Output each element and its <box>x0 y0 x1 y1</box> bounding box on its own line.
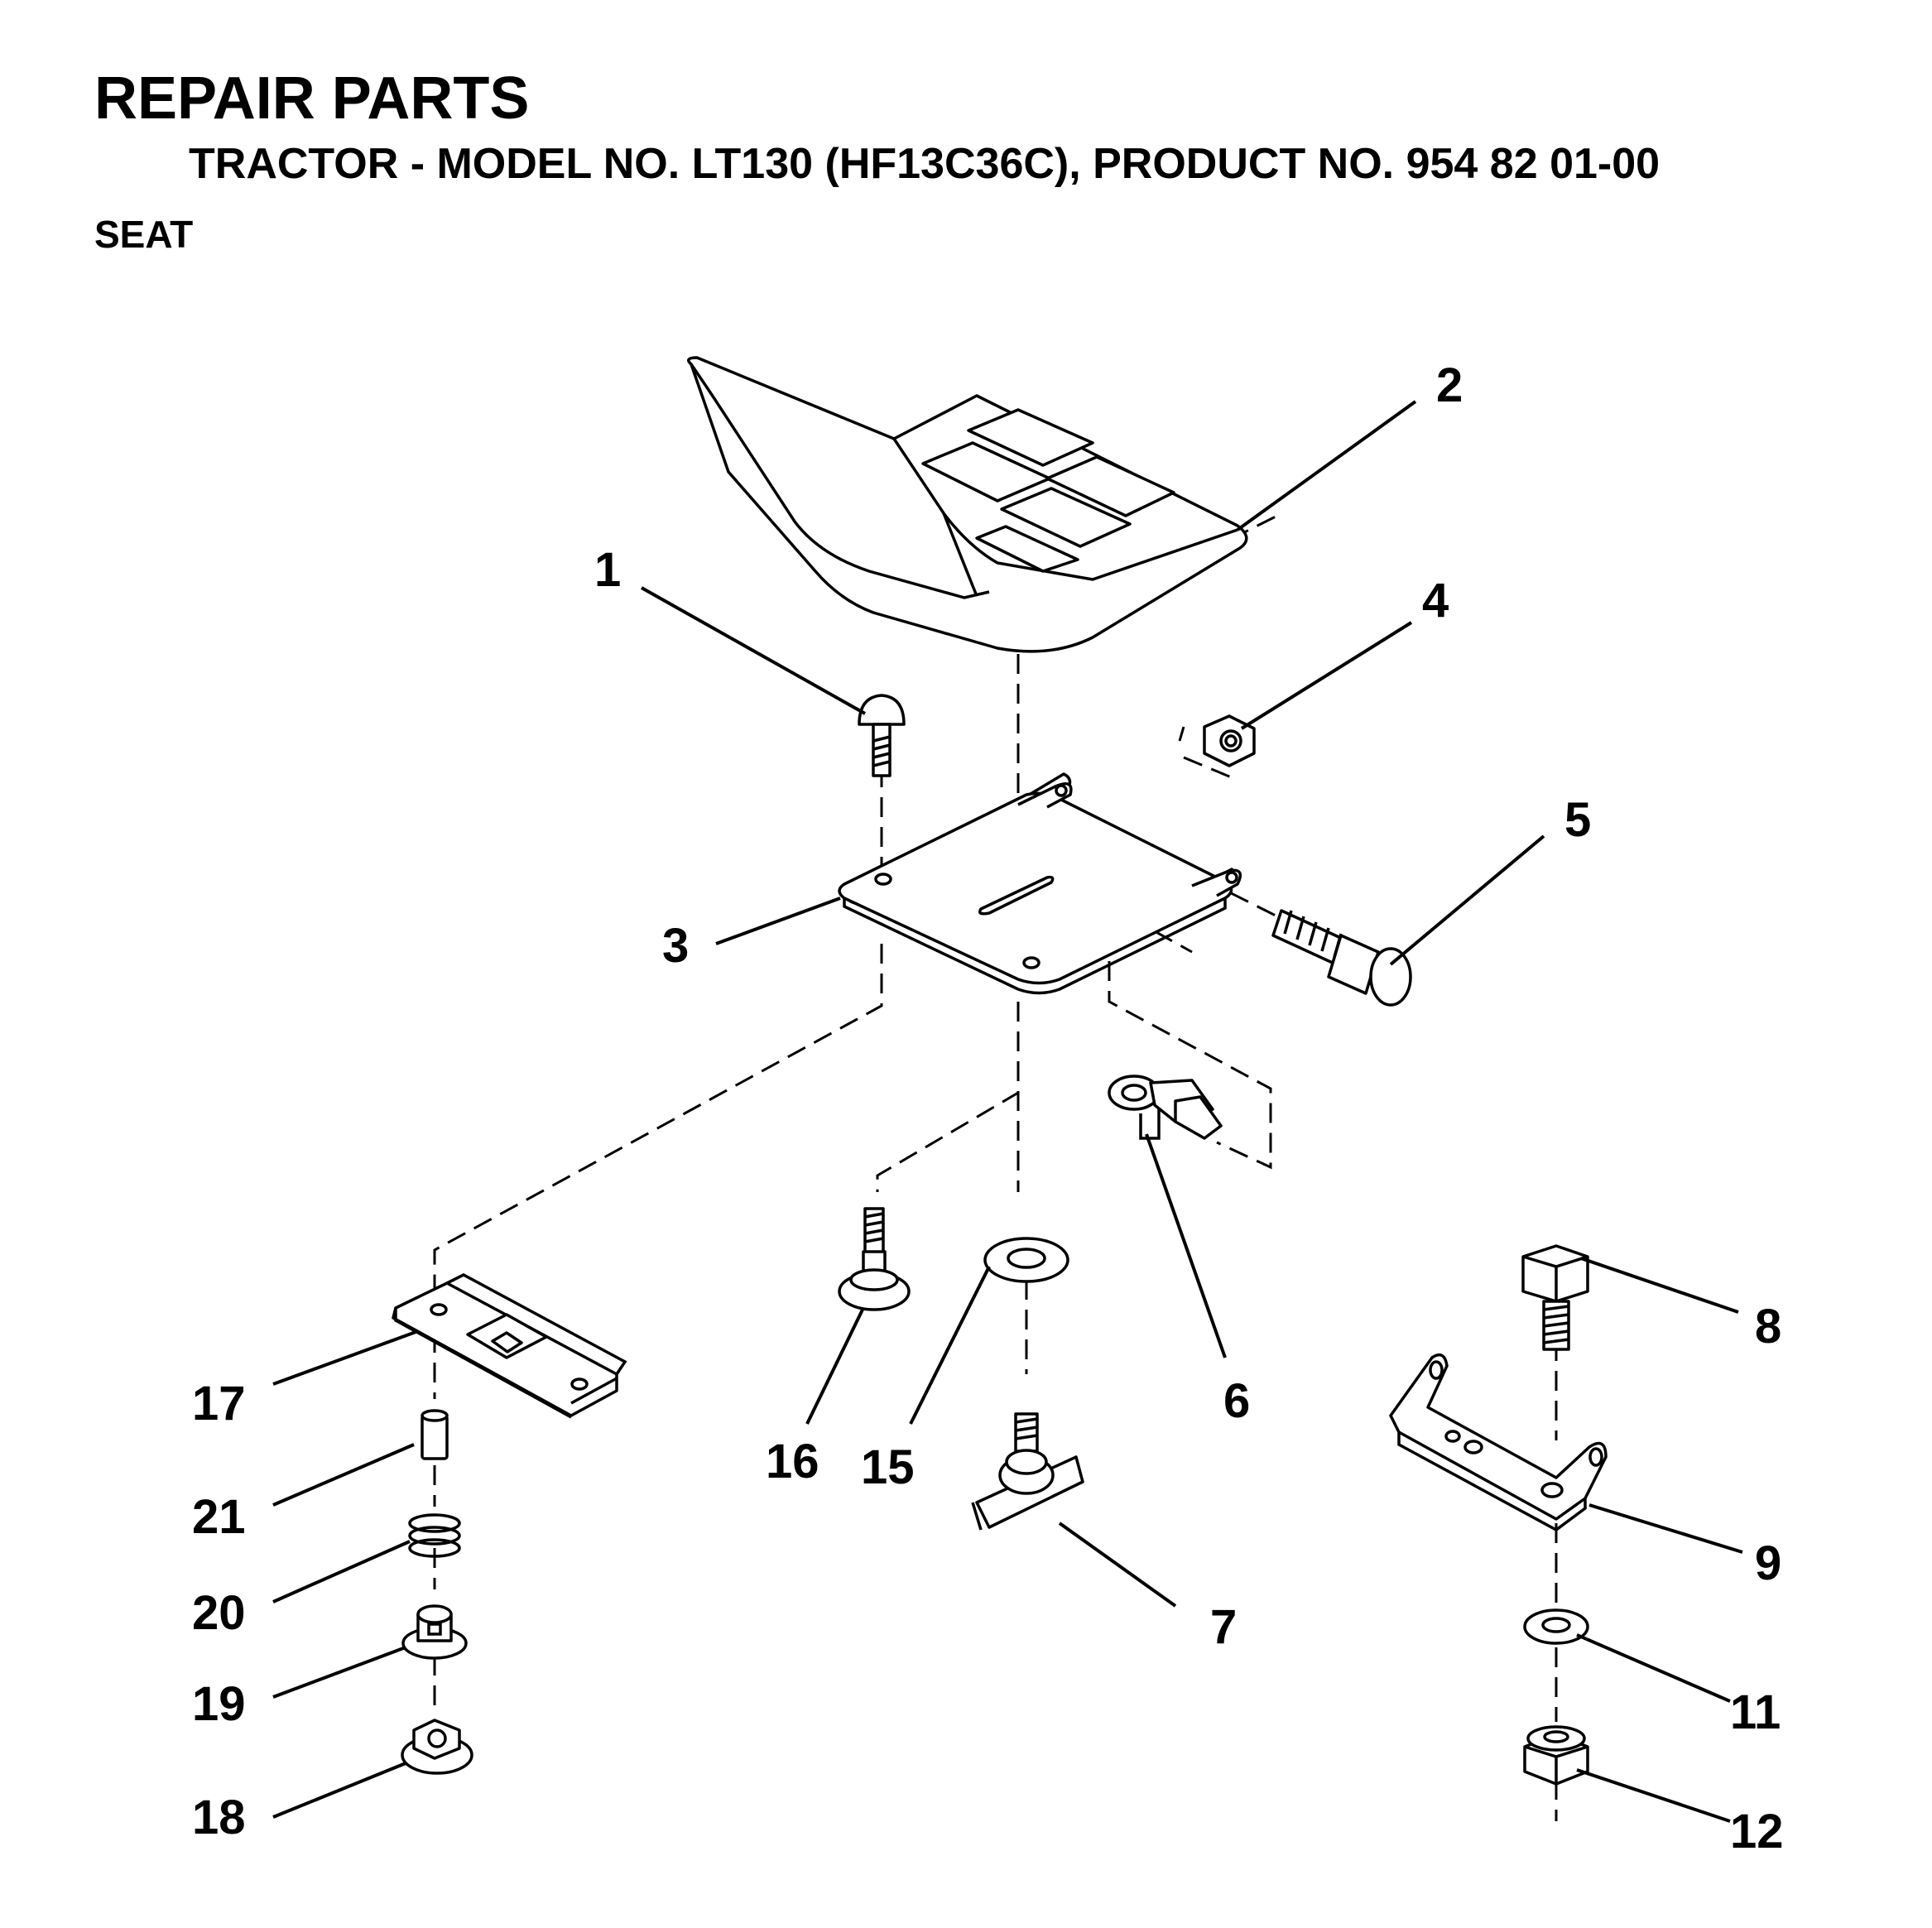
callout-18: 18 <box>192 1791 246 1844</box>
callout-1: 1 <box>594 543 621 597</box>
washer <box>983 1237 1069 1283</box>
hex-bolt <box>1521 1244 1589 1351</box>
callout-5: 5 <box>1564 793 1591 847</box>
seat-pads <box>921 408 1175 573</box>
callout-9: 9 <box>1755 1536 1781 1590</box>
flange-nut <box>401 1719 473 1775</box>
seat-slide-rail <box>392 1273 627 1419</box>
shoulder-bolt <box>838 1207 911 1311</box>
flange-bolt <box>1271 909 1412 1007</box>
callout-6: 6 <box>1223 1374 1250 1428</box>
callout-2: 2 <box>1436 358 1463 412</box>
section-label: SEAT <box>94 213 194 256</box>
assembly-lines <box>433 513 1558 1821</box>
bushing <box>401 1604 468 1660</box>
callout-12: 12 <box>1730 1805 1784 1858</box>
callout-7: 7 <box>1210 1600 1237 1654</box>
page-title: REPAIR PARTS <box>94 65 530 132</box>
callout-15: 15 <box>861 1440 915 1494</box>
callout-17: 17 <box>192 1377 246 1430</box>
callout-21: 21 <box>192 1490 246 1544</box>
leader-lines <box>272 400 1743 1823</box>
carriage-bolt <box>858 694 906 777</box>
spring <box>408 1513 461 1558</box>
callout-11: 11 <box>1730 1685 1781 1739</box>
pin <box>421 1409 449 1460</box>
lock-washer <box>1523 1608 1589 1645</box>
page-subtitle: TRACTOR - MODEL NO. LT130 (HF13C36C), PR… <box>189 140 1660 188</box>
callout-4: 4 <box>1422 574 1449 627</box>
callouts: 1 2 3 4 5 6 7 8 9 11 12 15 16 17 18 19 2… <box>192 358 1784 1858</box>
lock-nut <box>1523 1725 1589 1786</box>
seat-bracket <box>838 772 1242 995</box>
seat-knob <box>971 1412 1084 1531</box>
callout-8: 8 <box>1755 1300 1781 1353</box>
callout-3: 3 <box>662 919 689 973</box>
callout-16: 16 <box>766 1435 819 1488</box>
callout-20: 20 <box>192 1586 246 1640</box>
seat-switch <box>1108 1075 1223 1140</box>
callout-19: 19 <box>192 1677 246 1731</box>
mounting-bracket <box>1389 1353 1608 1532</box>
seat <box>687 356 1248 653</box>
